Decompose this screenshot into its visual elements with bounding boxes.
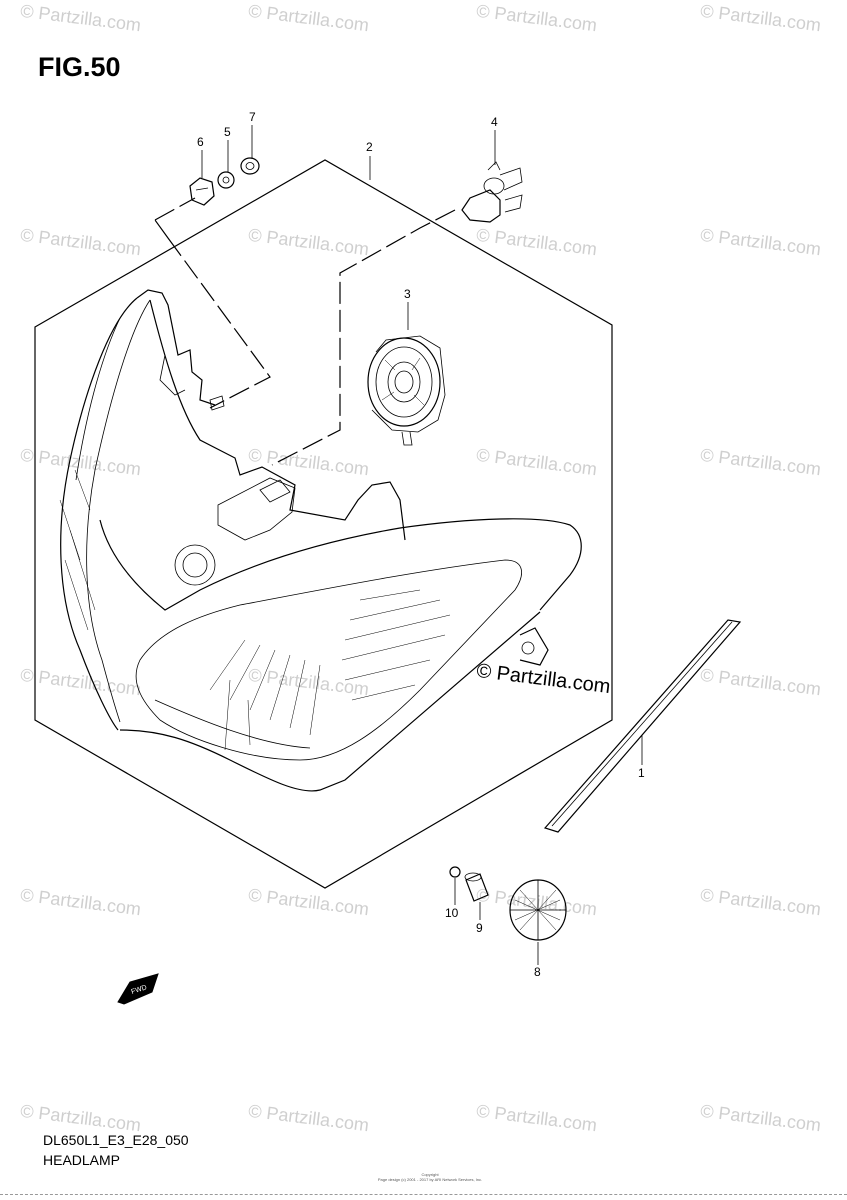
copyright-text: Page design (c) 2001 - 2017 by ARI Netwo… (377, 1177, 483, 1182)
copyright-heading: Copyright (421, 1172, 439, 1177)
callout-6: 6 (197, 135, 204, 149)
callout-leaders (201, 125, 643, 965)
assembly-outline (34, 159, 613, 889)
headlamp-housing (59, 289, 582, 792)
bulb-part (461, 161, 523, 223)
callout-1: 1 (638, 766, 645, 780)
callout-3: 3 (404, 287, 411, 301)
figure-title: FIG.50 (38, 52, 121, 82)
footer-copyright: Copyright Page design (c) 2001 - 2017 by… (360, 1172, 500, 1182)
grommet-part (189, 177, 215, 206)
callout-9: 9 (476, 921, 483, 935)
fwd-arrow-icon: FWD (117, 973, 159, 1005)
callout-7: 7 (249, 110, 256, 124)
screw-part (464, 872, 489, 902)
small-washer-part (449, 866, 461, 878)
socket-cover-part (367, 335, 446, 446)
washer-part (217, 171, 235, 189)
callout-4: 4 (491, 115, 498, 129)
callout-5: 5 (224, 125, 231, 139)
trim-strip-part (543, 619, 742, 833)
callout-2: 2 (366, 140, 373, 154)
footer-divider (0, 1194, 847, 1195)
leader-line-screw (154, 197, 271, 409)
callout-8: 8 (534, 965, 541, 979)
callout-10: 10 (445, 906, 459, 920)
section-name: HEADLAMP (43, 1152, 121, 1168)
fwd-label: FWD (130, 984, 147, 996)
model-code: DL650L1_E3_E28_050 (43, 1132, 189, 1148)
leader-line-bulb (271, 209, 456, 466)
nut-part (240, 157, 260, 175)
reflector-part (509, 879, 567, 941)
